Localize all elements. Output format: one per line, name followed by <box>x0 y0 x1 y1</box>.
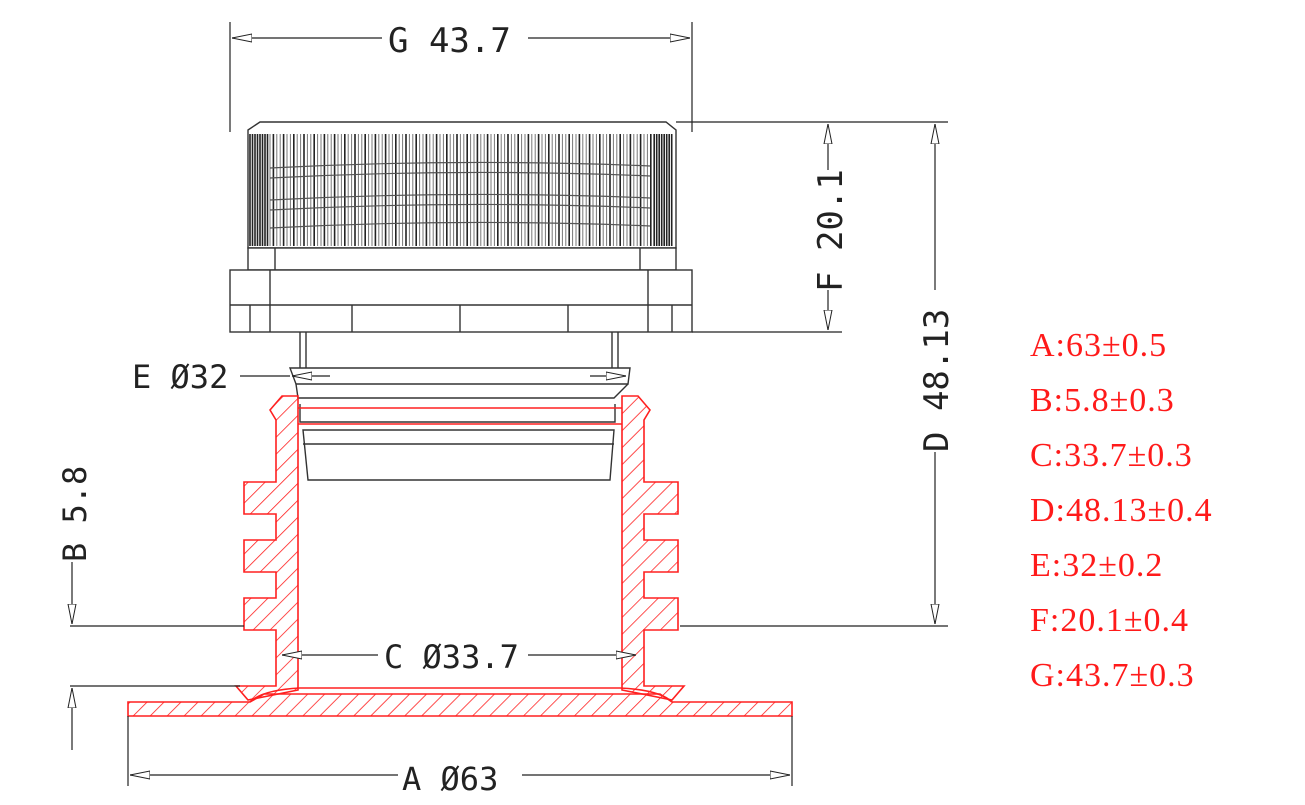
spec-e: E:32±0.2 <box>1030 547 1164 584</box>
dimension-b-label: B 5.8 <box>56 466 94 562</box>
spec-b: B:5.8±0.3 <box>1030 382 1175 419</box>
dimension-f-label: F 20.1 <box>811 169 851 292</box>
dimension-g-label: G 43.7 <box>388 21 511 61</box>
tolerance-spec-list: A:63±0.5 B:5.8±0.3 C:33.7±0.3 D:48.13±0.… <box>1030 318 1213 703</box>
dimension-lines <box>70 22 948 786</box>
spec-g: G:43.7±0.3 <box>1030 657 1195 694</box>
dimension-d-label: D 48.13 <box>917 309 957 452</box>
spec-f: F:20.1±0.4 <box>1030 602 1190 639</box>
cap-outline <box>229 121 693 481</box>
dimension-e-label: E Ø32 <box>132 358 228 396</box>
dimension-a-label: A Ø63 <box>402 760 498 798</box>
spec-c: C:33.7±0.3 <box>1030 437 1193 474</box>
spec-d: D:48.13±0.4 <box>1030 492 1213 529</box>
spec-a: A:63±0.5 <box>1030 327 1168 364</box>
sectioned-base <box>127 395 793 717</box>
dimension-c-label: C Ø33.7 <box>384 638 519 676</box>
